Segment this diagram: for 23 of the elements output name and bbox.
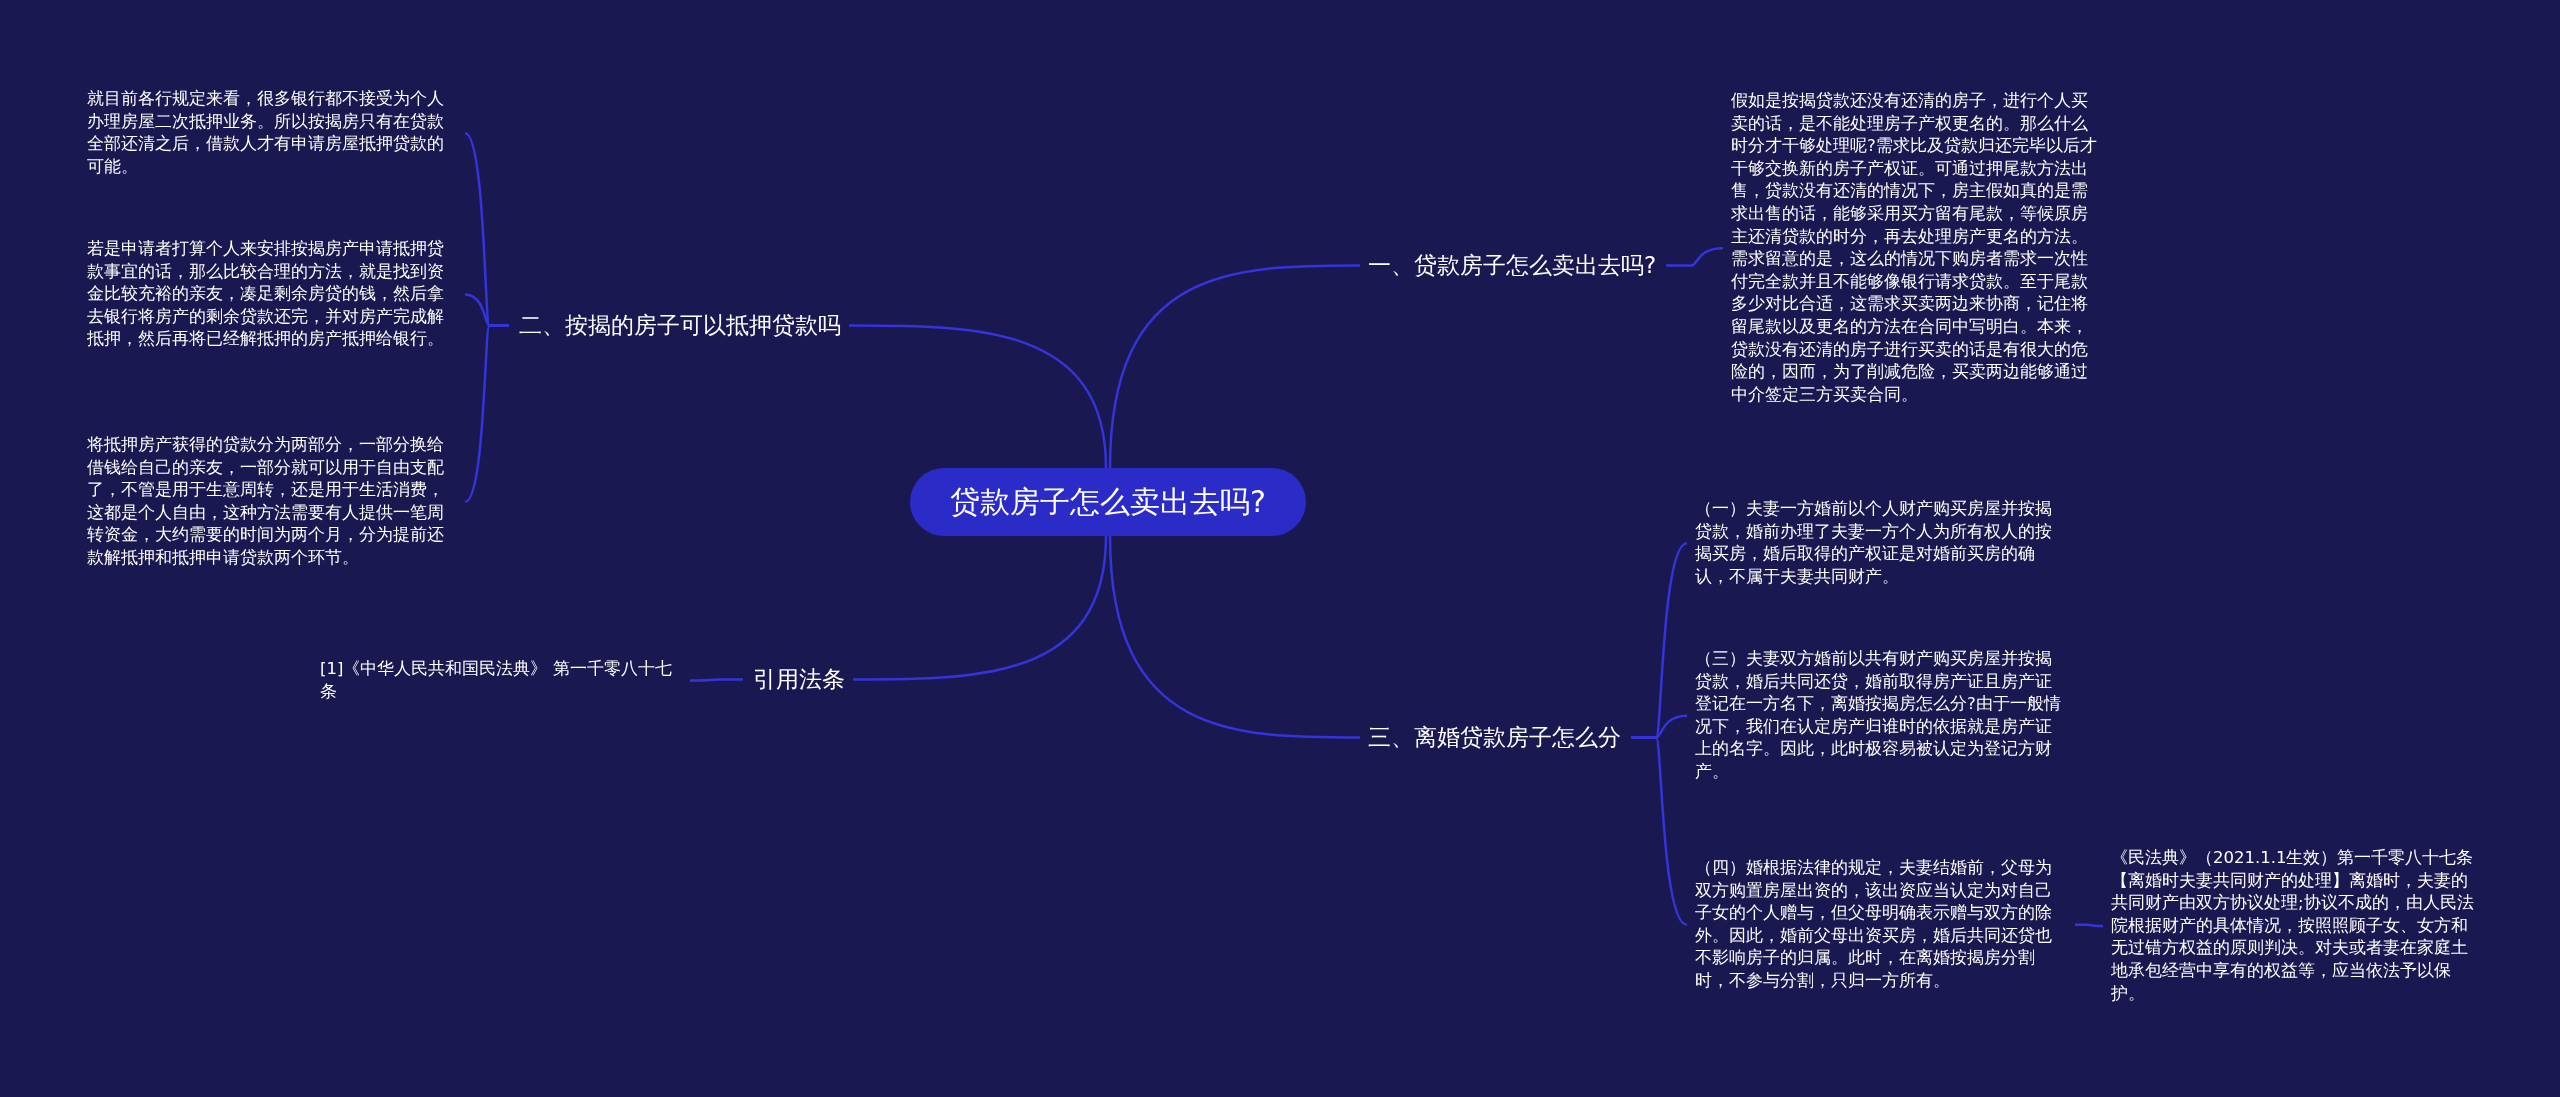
note-text: （四）婚根据法律的规定，夫妻结婚前，父母为双方购置房屋出资的，该出资应当认定为对自己子女的个人赠与，但父母明确表示赠与双方的除外。因此，婚前父母出资买房，婚后共同还贷也不影响房子的归属。此时，在离婚按揭房分割时，不参与分割，只归一方所有。 <box>1695 857 2065 993</box>
note-text: 《民法典》（2021.1.1生效）第一千零八十七条【离婚时夫妻共同财产的处理】离婚时，夫妻的共同财产由双方协议处理;协议不成的，由人民法院根据财产的具体情况，按照照顾子女、女方和无过错方权益的原则判决。对夫或者妻在家庭土地承包经营中享有的权益等，应当依法予以保护。 <box>2111 847 2481 1006</box>
connector-line <box>853 535 1108 681</box>
connector-line <box>2075 923 2103 928</box>
note-text: [1]《中华人民共和国民法典》 第一千零八十七条 <box>320 658 682 704</box>
branch-topic: 二、按揭的房子可以抵押贷款吗 <box>519 310 841 341</box>
note-text: 若是申请者打算个人来安排按揭房产申请抵押贷款事宜的话，那么比较合理的方法，就是找到资金比较充裕的亲友，凑足剩余房贷的钱，然后拿去银行将房产的剩余贷款还完，并对房产完成解抵押，然后再将已经解抵押的房产抵押给银行。 <box>87 238 457 351</box>
central-topic-pill: 贷款房子怎么卖出去吗? <box>910 468 1306 536</box>
connector-line <box>849 324 1108 469</box>
connector-line <box>464 324 509 503</box>
note-text: （一）夫妻一方婚前以个人财产购买房屋并按揭贷款，婚前办理了夫妻一方个人为所有权人的按揭买房，婚后取得的产权证是对婚前买房的确认，不属于夫妻共同财产。 <box>1695 498 2065 589</box>
connector-line <box>1108 535 1360 739</box>
branch-topic: 三、离婚贷款房子怎么分 <box>1368 722 1621 753</box>
note-text: （三）夫妻双方婚前以共有财产购买房屋并按揭贷款，婚后共同还贷，婚前取得房产证且房产证登记在一方名下，离婚按揭房怎么分?由于一般情况下，我们在认定房产归谁时的依据就是房产证上的名字。因此，此时极容易被认定为登记方财产。 <box>1695 648 2065 784</box>
connector-line <box>1666 246 1724 267</box>
note-text: 假如是按揭贷款还没有还清的房子，进行个人买卖的话，是不能处理房子产权更名的。那么什么时分才干够处理呢?需求比及贷款归还完毕以后才干够交换新的房子产权证。可通过押尾款方法出售，贷款没有还清的情况下，房主假如真的是需求出售的话，能够采用买方留有尾款，等候原房主还清贷款的时分，再去处理房产更名的方法。需求留意的是，这么的情况下购房者需求一次性付完全款并且不能够像银行请求贷款。至于尾款多少对比合适，这需求买卖两边来协商，记住将留尾款以及更名的方法在合同中写明白。本来，贷款没有还清的房子进行买卖的话是有很大的危险的，因而，为了削减危险，买卖两边能够通过中介签定三方买卖合同。 <box>1731 90 2099 407</box>
connector-line <box>1631 736 1688 926</box>
branch-topic: 引用法条 <box>753 664 845 695</box>
branch-topic: 一、贷款房子怎么卖出去吗? <box>1368 250 1657 281</box>
note-text: 将抵押房产获得的贷款分为两部分，一部分换给借钱给自己的亲友，一部分就可以用于自由支配了，不管是用于生意周转，还是用于生活消费，这都是个人自由，这种方法需要有人提供一笔周转资金，大约需要的时间为两个月，分为提前还款解抵押和抵押申请贷款两个环节。 <box>87 434 457 570</box>
connector-line <box>690 678 743 682</box>
note-text: 就目前各行规定来看，很多银行都不接受为个人办理房屋二次抵押业务。所以按揭房只有在贷款全部还清之后，借款人才有申请房屋抵押贷款的可能。 <box>87 88 457 179</box>
connector-line <box>1108 264 1360 469</box>
